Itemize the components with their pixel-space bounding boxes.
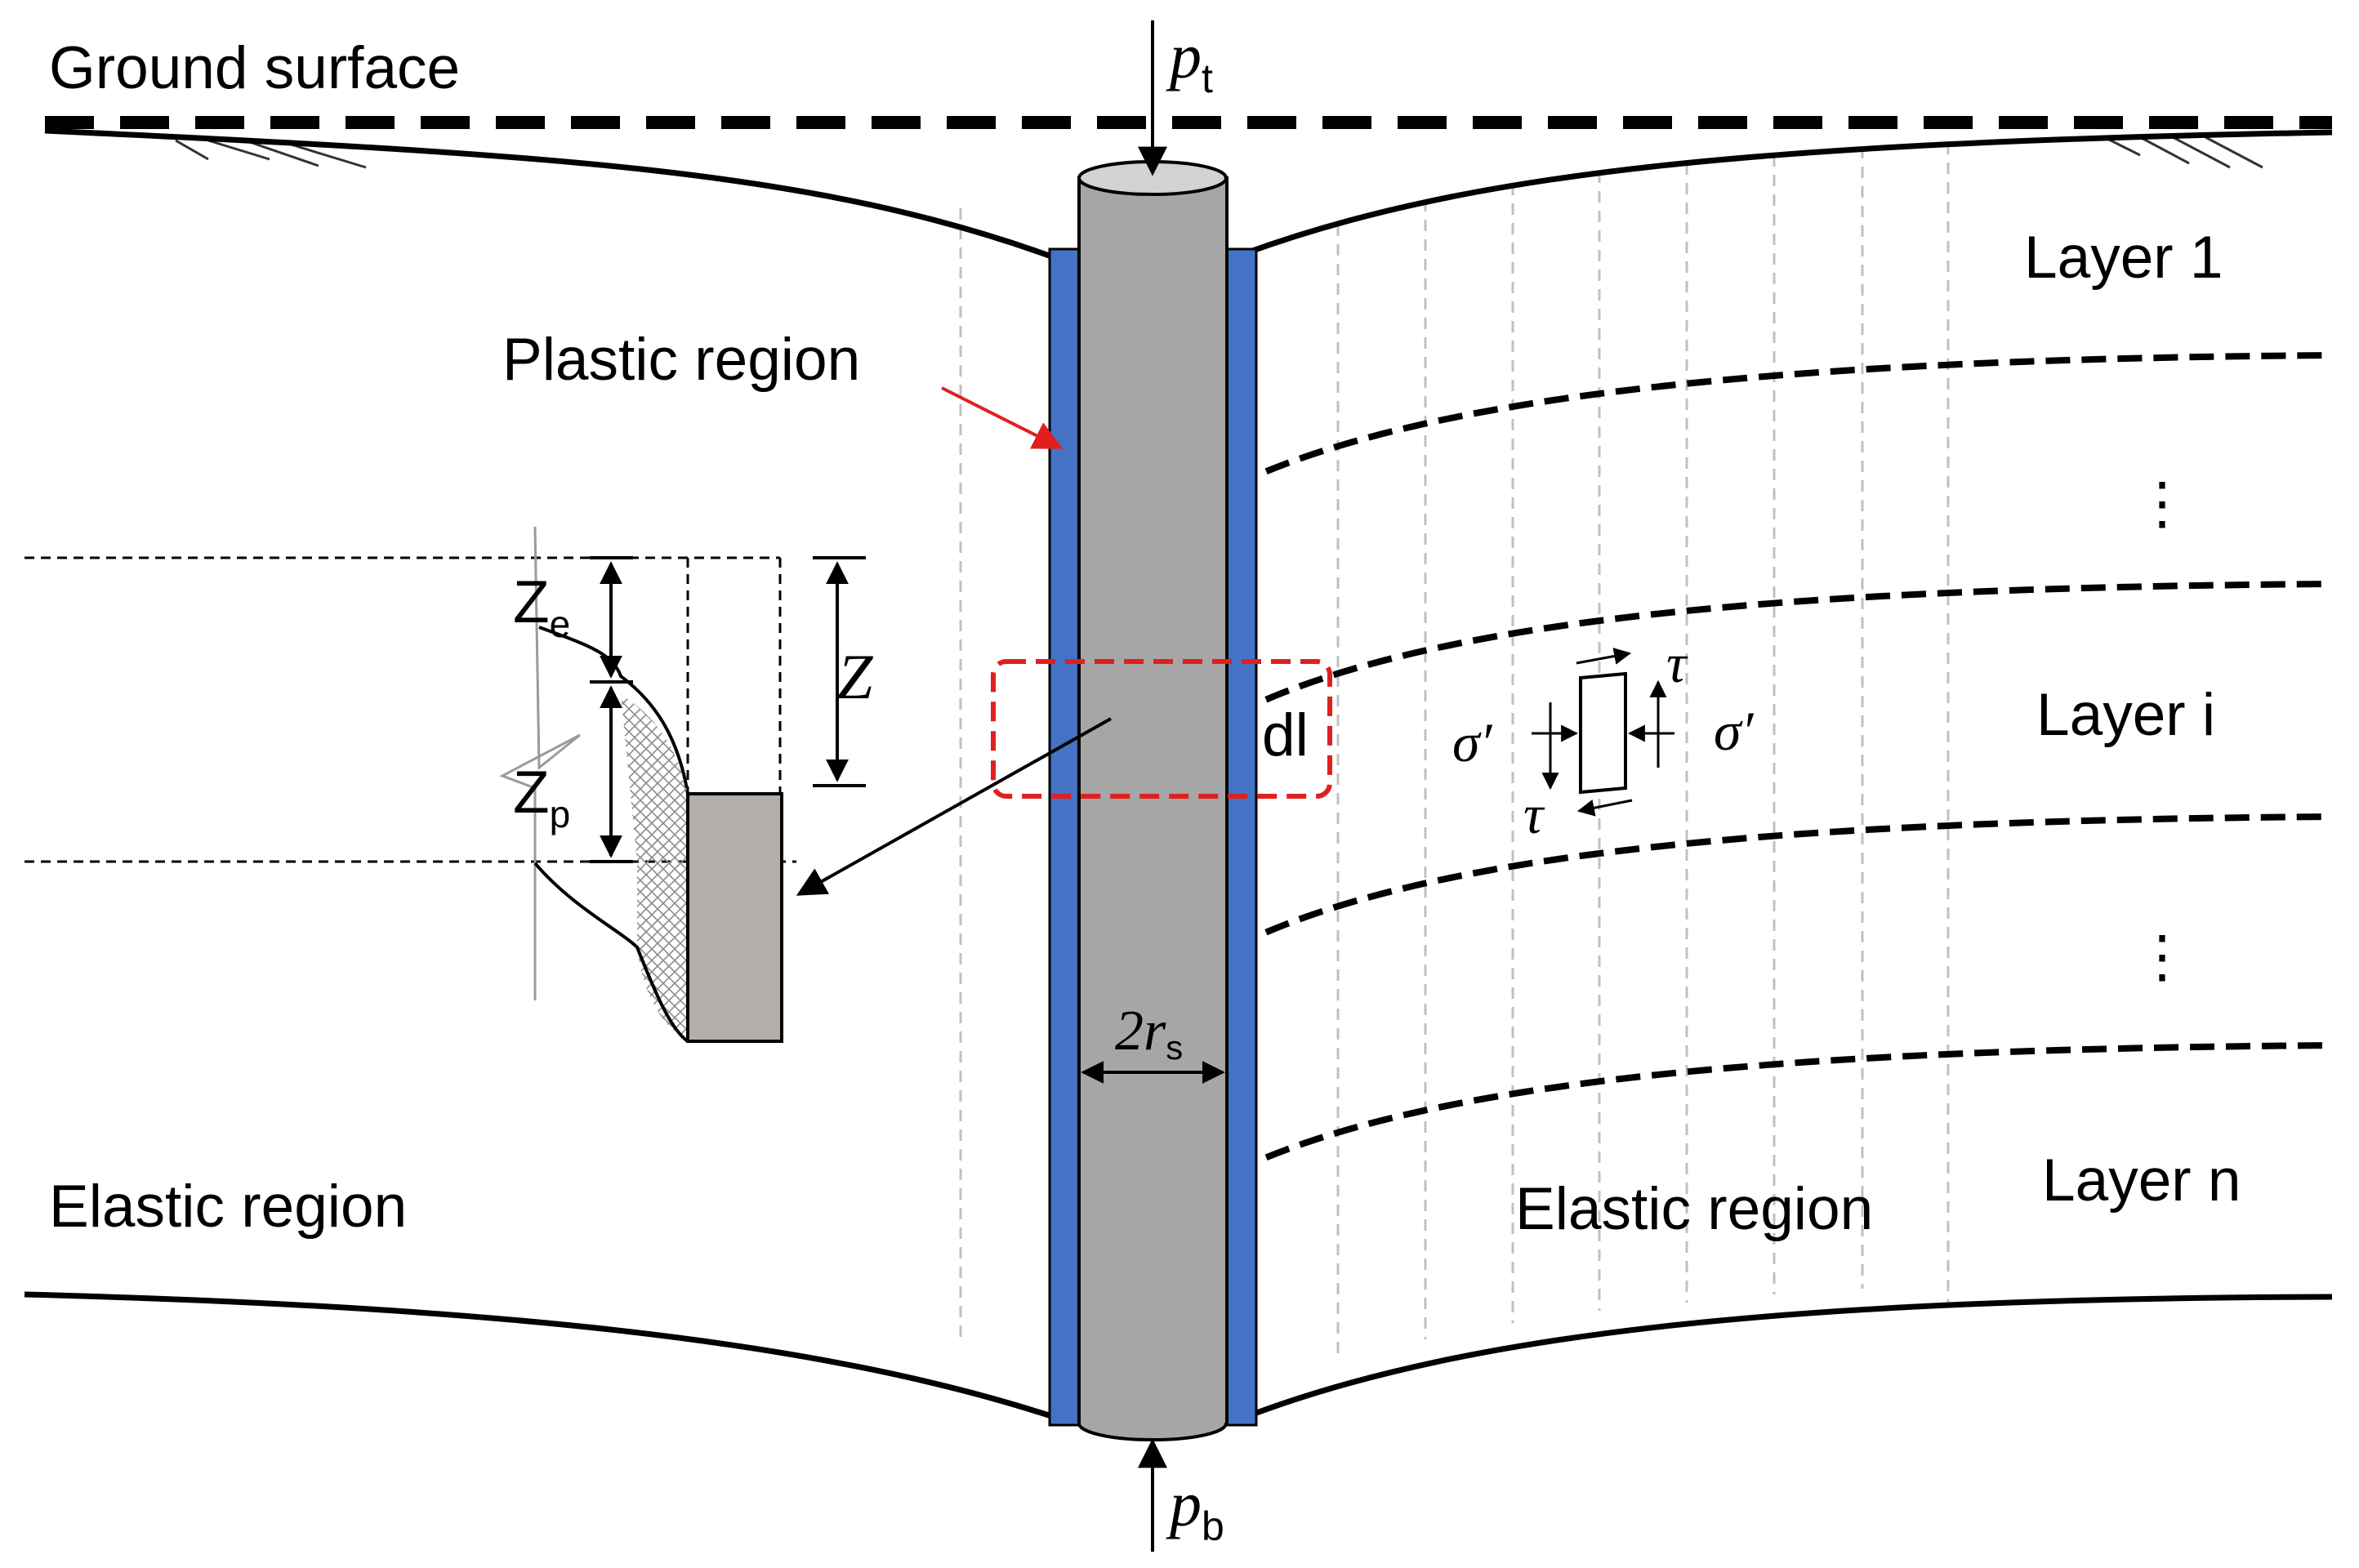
- plastic-region-arrow: [941, 386, 1064, 449]
- plastic-zone-left: [1048, 247, 1081, 1427]
- dl-element-box: [991, 659, 1332, 799]
- detail-inset: [25, 526, 866, 1043]
- elastic-region-right-label: Elastic region: [1515, 1176, 1873, 1242]
- tau-bottom-label: τ: [1523, 783, 1545, 845]
- bottom-surface-right: [1244, 1294, 2333, 1420]
- plastic-zone-right: [1225, 247, 1258, 1427]
- pile-body: [1077, 176, 1229, 1425]
- diameter-label: 2rs: [1115, 1000, 1183, 1067]
- top-surface-left: [44, 127, 1055, 261]
- hatch-marks: [175, 136, 2263, 169]
- top-load-label: pt: [1166, 20, 1213, 101]
- Ze-label: Ze: [513, 569, 570, 645]
- layer-boundaries: [1232, 352, 2333, 1175]
- layer-n-label: Layer n: [2042, 1147, 2241, 1214]
- sigma-right-label: σ′: [1714, 700, 1755, 762]
- sigma-left-label: σ′: [1452, 711, 1493, 773]
- tau-top-label: τ: [1666, 632, 1688, 694]
- layer-i-label: Layer i: [2036, 682, 2215, 748]
- top-surface-right: [1244, 129, 2333, 256]
- ground-surface-label: Ground surface: [49, 35, 460, 101]
- pile-segment-block: [686, 792, 783, 1043]
- plastic-region-label: Plastic region: [502, 327, 860, 393]
- Zp-label: Zp: [513, 760, 570, 835]
- layer-1-label: Layer 1: [2024, 225, 2223, 291]
- layer-ellipsis-lower: ⋮: [2134, 924, 2191, 988]
- layer-ellipsis-upper: ⋮: [2134, 471, 2191, 535]
- detail-pointer-arrow: [796, 717, 1112, 896]
- elastic-region-left-label: Elastic region: [49, 1174, 407, 1240]
- dl-label: dl: [1262, 702, 1309, 768]
- stress-element: [1532, 648, 1674, 817]
- bottom-surface-left: [24, 1291, 1055, 1420]
- Z-label: Z: [837, 641, 874, 712]
- bottom-load-label: pb: [1166, 1468, 1224, 1549]
